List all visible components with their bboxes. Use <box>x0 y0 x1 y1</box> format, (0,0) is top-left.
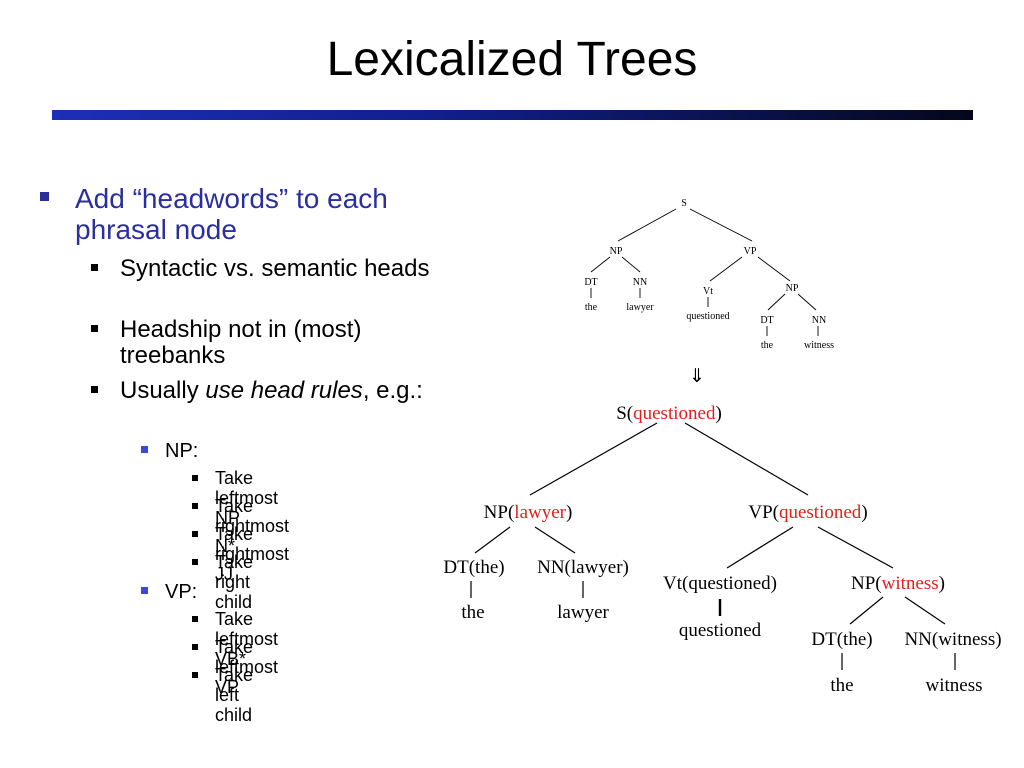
node-nn: NN <box>812 315 826 326</box>
tree-edge <box>474 526 511 554</box>
node-dt-lexicalized: DT(the) <box>811 629 872 650</box>
lexicalized-tree-edges <box>470 422 956 670</box>
headword: witness <box>882 573 939 594</box>
bullet-emphasis: use head rules <box>205 377 363 404</box>
np-rule: Take right child <box>215 552 254 612</box>
node-vt-lexicalized: Vt(questioned) <box>663 573 777 594</box>
title-underline <box>52 110 973 120</box>
node-np-lexicalized: NP(lawyer) <box>484 502 573 523</box>
tree-edge <box>767 293 786 311</box>
bullet-square-icon <box>192 559 198 565</box>
bullet-square-icon <box>40 192 49 201</box>
tree-edge <box>534 526 576 554</box>
tree-edge <box>617 208 677 242</box>
headword: lawyer <box>514 502 566 523</box>
word-leaf: questioned <box>686 311 729 322</box>
tree-edge <box>726 526 794 569</box>
node-dt-lexicalized: DT(the) <box>443 557 504 578</box>
vp-rule: Take left child <box>215 665 254 725</box>
node-nn-lexicalized: NN(witness) <box>904 629 1001 650</box>
bullet-square-icon <box>91 325 98 332</box>
node-dt: DT <box>584 277 597 288</box>
node-vp-lexicalized: VP(questioned) <box>748 502 867 523</box>
bullet-square-icon <box>141 446 148 453</box>
node-dt: DT <box>760 315 773 326</box>
tree-edge <box>709 256 743 282</box>
np-rule: Take rightmost N* <box>215 496 290 556</box>
tree-edge <box>849 596 884 625</box>
down-double-arrow-icon: ⇓ <box>689 366 705 387</box>
bullet-text: , e.g.: <box>362 377 423 404</box>
node-vp: VP <box>744 246 757 257</box>
bullet-square-icon <box>192 503 198 509</box>
word-leaf: the <box>761 340 774 351</box>
node-paren: ) <box>566 502 572 523</box>
word-leaf: the <box>830 675 853 696</box>
node-nn: NN <box>633 277 647 288</box>
vp-label: VP: <box>165 581 198 603</box>
tree-edge <box>684 422 809 496</box>
bullet-square-icon <box>192 475 198 481</box>
node-nn-lexicalized: NN(lawyer) <box>537 557 629 578</box>
word-leaf: witness <box>926 675 983 696</box>
node-category: NP( <box>851 573 882 594</box>
bullet-square-icon <box>91 386 98 393</box>
tree-edge <box>797 293 817 311</box>
node-s-lexicalized: S(questioned) <box>616 403 722 424</box>
tree-edge <box>621 256 641 273</box>
node-vt: Vt <box>703 286 713 297</box>
bullet-sub-headship: Headship not in (most) treebanks <box>120 316 362 369</box>
headword: questioned <box>779 502 862 523</box>
bullet-square-icon <box>192 531 198 537</box>
bullet-square-icon <box>192 644 198 650</box>
node-paren: ) <box>715 403 721 424</box>
bullet-main: Add “headwords” to each phrasal node <box>75 183 388 245</box>
np-rule: Take rightmost JJ <box>215 524 290 584</box>
word-leaf: lawyer <box>626 302 654 313</box>
bullet-sub-syntactic: Syntactic vs. semantic heads <box>120 255 430 282</box>
word-leaf: the <box>585 302 598 313</box>
word-leaf: lawyer <box>557 602 609 623</box>
np-rule: Take leftmost NP <box>215 468 279 528</box>
bullet-text: Usually <box>120 377 206 404</box>
bullet-sub-head-rules: Usually use head rules, e.g.: <box>120 378 430 404</box>
word-leaf: questioned <box>679 620 762 641</box>
bullet-square-icon <box>192 672 198 678</box>
node-category: VP( <box>748 502 779 523</box>
node-np: NP <box>610 246 623 257</box>
node-category: S( <box>616 403 633 424</box>
tree-edge <box>590 256 611 273</box>
vp-rule: Take leftmost VB* <box>215 609 279 669</box>
node-paren: ) <box>939 573 945 594</box>
node-np: NP <box>786 283 799 294</box>
bullet-square-icon <box>91 264 98 271</box>
word-leaf: witness <box>804 340 834 351</box>
node-category: NP( <box>484 502 515 523</box>
word-leaf: the <box>461 602 484 623</box>
vp-rule: Take leftmost VP <box>215 637 279 697</box>
slide-title: Lexicalized Trees <box>326 33 698 86</box>
headword: questioned <box>633 403 716 424</box>
tree-edge <box>817 526 894 569</box>
np-label: NP: <box>165 440 199 462</box>
bullet-square-icon <box>141 587 148 594</box>
tree-edge <box>757 256 791 282</box>
node-paren: ) <box>861 502 867 523</box>
bullet-square-icon <box>192 616 198 622</box>
tree-edge <box>689 208 753 242</box>
node-np-lexicalized: NP(witness) <box>851 573 945 594</box>
tree-edge <box>904 596 946 625</box>
plain-tree-edges <box>590 208 819 336</box>
node-s: S <box>681 198 687 209</box>
tree-edge <box>529 422 658 496</box>
